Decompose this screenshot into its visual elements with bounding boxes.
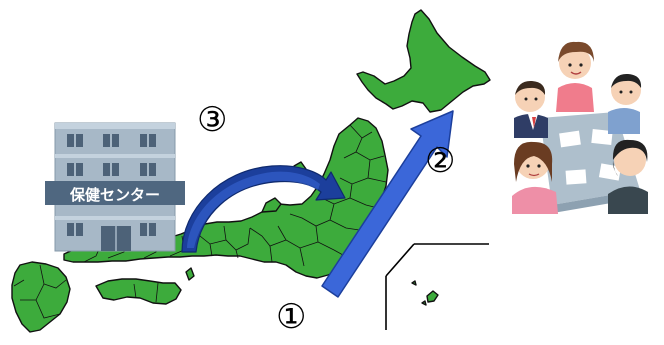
step-3-label: ③ — [197, 100, 228, 140]
person-right — [608, 73, 642, 134]
inset-line-diagonal — [385, 243, 415, 277]
person-bottom-left — [512, 141, 558, 214]
okinawa — [426, 290, 439, 303]
meeting-people-illustration — [512, 41, 648, 214]
person-left — [514, 80, 548, 138]
kyushu — [11, 261, 71, 333]
person-top — [556, 41, 594, 112]
building-sign-text: 保健センター — [69, 186, 160, 204]
shikoku — [95, 278, 182, 305]
japan-map — [11, 9, 491, 333]
inset-frame — [385, 243, 489, 330]
arrow-2-straight — [321, 110, 454, 298]
noto-peninsula — [261, 197, 282, 213]
arrow-3-curved — [181, 165, 346, 253]
okinawa-islet-2 — [411, 280, 417, 286]
step-2-label: ② — [425, 141, 456, 181]
okinawa-islet-1 — [421, 300, 427, 306]
person-bottom-right — [608, 139, 648, 214]
awaji-island — [185, 267, 195, 281]
hokkaido — [356, 9, 491, 113]
health-center-building-icon: 保健センター — [45, 122, 185, 252]
step-1-label: ① — [276, 297, 307, 337]
